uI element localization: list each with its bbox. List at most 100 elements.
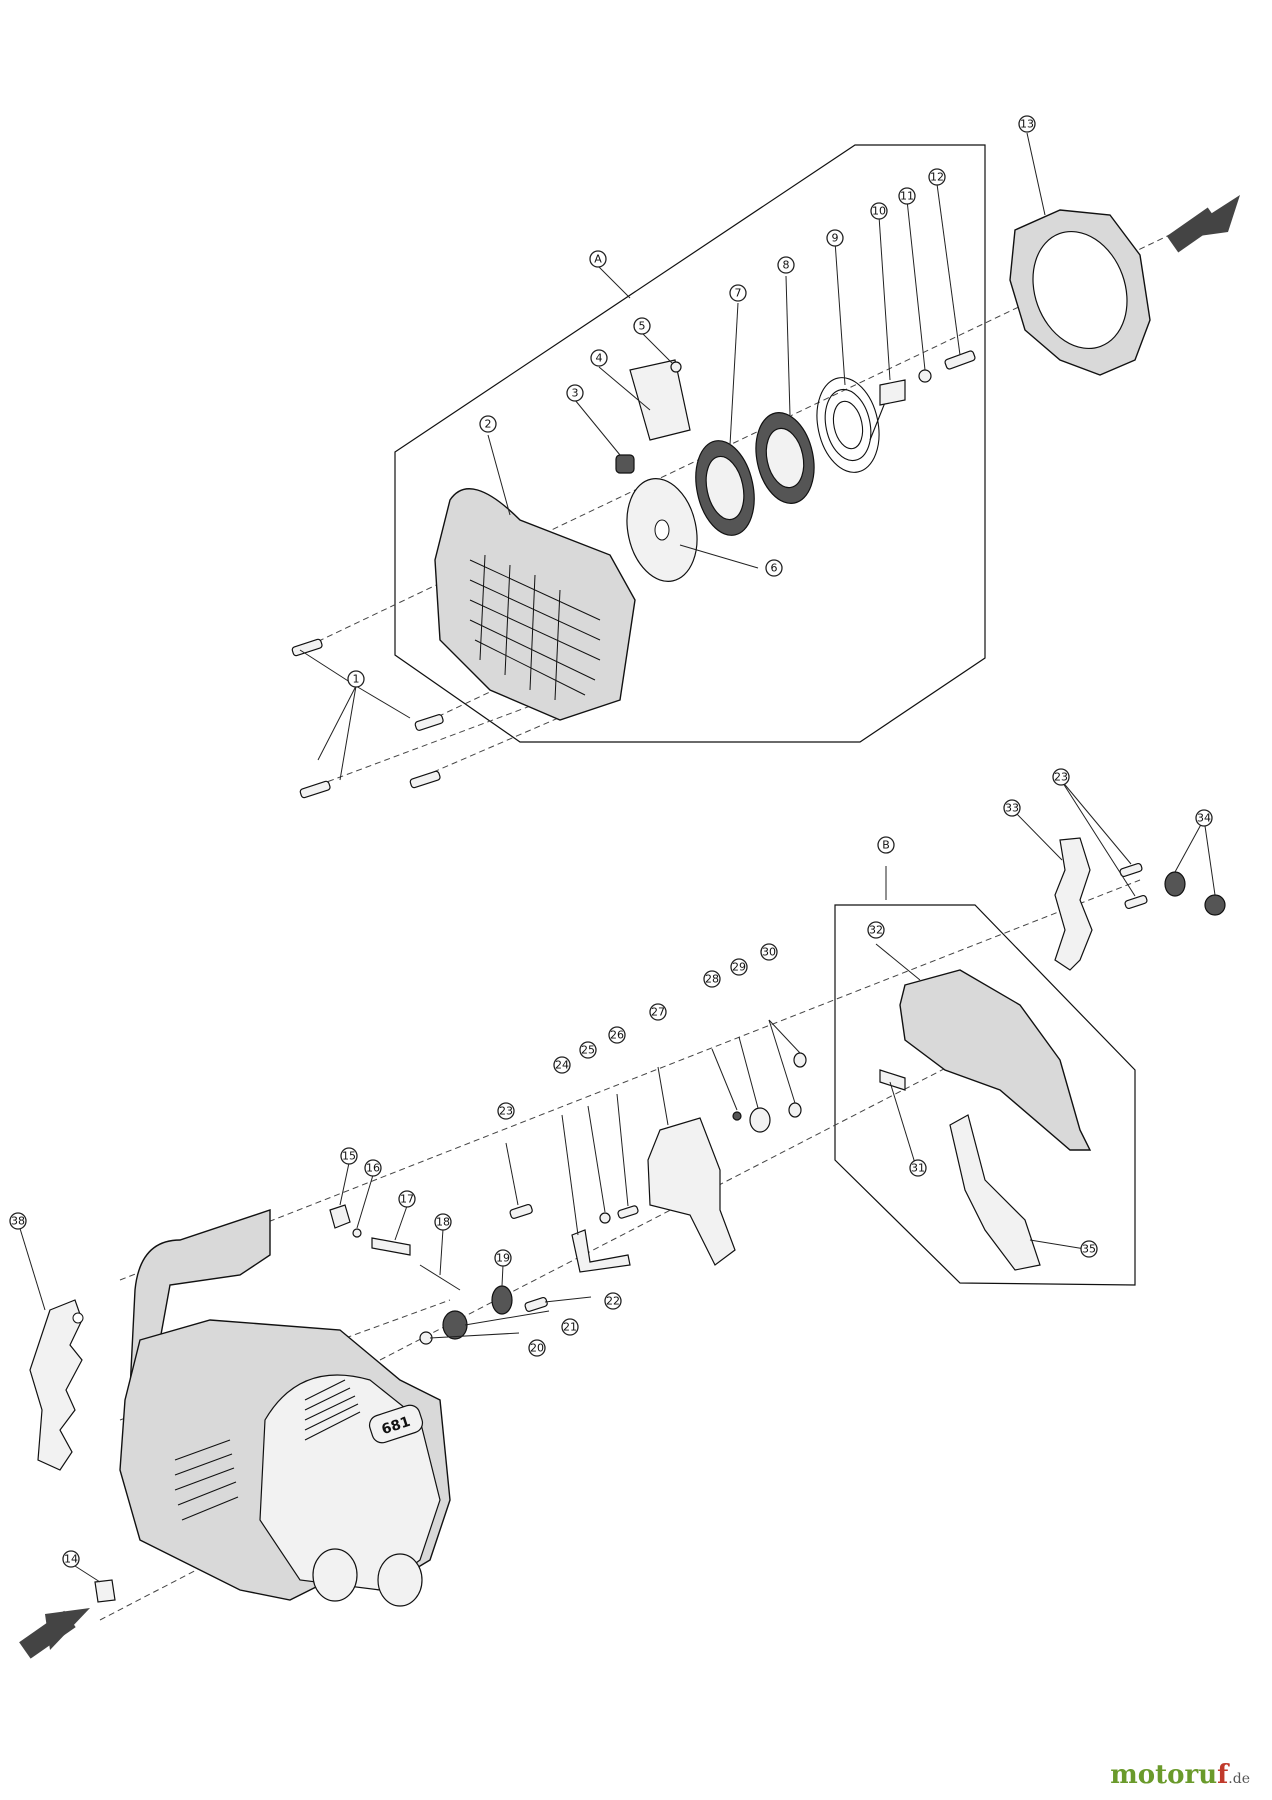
callout-34: 34 [1195, 809, 1213, 827]
bolt-23a [509, 1203, 533, 1219]
spring-9 [816, 377, 891, 473]
svg-text:30: 30 [762, 946, 776, 959]
part-10 [879, 379, 906, 406]
bolt-22 [524, 1296, 548, 1312]
watermark-logo: motoruf.de [1110, 1760, 1250, 1790]
svg-text:29: 29 [732, 961, 746, 974]
svg-text:10: 10 [872, 205, 886, 218]
callout-38: 38 [9, 1212, 27, 1230]
callout-8: 8 [777, 256, 795, 274]
svg-text:2: 2 [485, 418, 492, 431]
svg-text:21: 21 [563, 1321, 577, 1334]
gear-21 [442, 1310, 468, 1340]
callout-20: 20 [528, 1339, 546, 1357]
callout-leaders [17, 132, 1216, 1583]
screw-28 [732, 1111, 742, 1121]
group-b-outline [834, 904, 1136, 1286]
svg-text:25: 25 [581, 1044, 595, 1057]
svg-text:23: 23 [499, 1105, 513, 1118]
svg-text:9: 9 [832, 232, 839, 245]
part-4 [629, 359, 691, 441]
callout-A: A [589, 250, 607, 268]
callout-5: 5 [633, 317, 651, 335]
bolt-23b [1119, 862, 1143, 878]
svg-text:7: 7 [735, 287, 742, 300]
bolt-26 [617, 1205, 639, 1219]
nut-34b [1204, 894, 1226, 916]
callout-6: 6 [765, 559, 783, 577]
callout-35: 35 [1080, 1240, 1098, 1258]
callout-24: 24 [553, 1056, 571, 1074]
svg-text:6: 6 [771, 562, 778, 575]
nut-30a [793, 1052, 807, 1068]
callout-10: 10 [870, 202, 888, 220]
callout-12: 12 [928, 168, 946, 186]
callout-7: 7 [729, 284, 747, 302]
callout-33: 33 [1003, 799, 1021, 817]
callout-B: B [877, 836, 895, 854]
svg-text:4: 4 [596, 352, 603, 365]
svg-text:18: 18 [436, 1216, 450, 1229]
callout-23-upper: 23 [1052, 768, 1070, 786]
callout-9: 9 [826, 229, 844, 247]
svg-text:22: 22 [606, 1295, 620, 1308]
callout-13: 13 [1018, 115, 1036, 133]
bolt-1d [409, 770, 441, 789]
pin-18 [419, 1264, 461, 1291]
part-31 [879, 1069, 906, 1091]
svg-text:5: 5 [639, 320, 646, 333]
svg-text:20: 20 [530, 1342, 544, 1355]
plate-38 [29, 1299, 83, 1471]
arrow-top-right-icon [1166, 195, 1240, 253]
part-17 [371, 1237, 411, 1256]
callout-30: 30 [760, 943, 778, 961]
svg-text:27: 27 [651, 1006, 665, 1019]
bolt-23c [1124, 894, 1148, 910]
plug-14 [94, 1579, 116, 1603]
svg-text:1: 1 [353, 673, 360, 686]
chainsaw-body [119, 1209, 451, 1607]
svg-text:33: 33 [1005, 802, 1019, 815]
callout-1: 1 [347, 670, 365, 688]
callout-17: 17 [398, 1190, 416, 1208]
part-16 [352, 1228, 362, 1238]
arrow-bottom-left-icon [19, 1608, 90, 1659]
svg-text:B: B [882, 839, 890, 852]
part-3 [615, 454, 635, 474]
callout-25: 25 [579, 1041, 597, 1059]
callout-16: 16 [364, 1159, 382, 1177]
svg-text:38: 38 [11, 1215, 25, 1228]
callout-32: 32 [867, 921, 885, 939]
svg-text:13: 13 [1020, 118, 1034, 131]
plate-33 [1054, 837, 1093, 971]
svg-text:31: 31 [911, 1162, 925, 1175]
svg-text:A: A [594, 253, 602, 266]
svg-text:24: 24 [555, 1059, 569, 1072]
callout-26: 26 [608, 1026, 626, 1044]
svg-text:32: 32 [869, 924, 883, 937]
bolt-1b [414, 714, 444, 731]
part-15 [329, 1204, 351, 1229]
svg-text:16: 16 [366, 1162, 380, 1175]
svg-text:15: 15 [342, 1150, 356, 1163]
callout-28: 28 [703, 970, 721, 988]
svg-text:8: 8 [783, 259, 790, 272]
callout-4: 4 [590, 349, 608, 367]
sprocket-cover-32 [899, 969, 1092, 1151]
callout-14: 14 [62, 1550, 80, 1568]
callout-22: 22 [604, 1292, 622, 1310]
group-a-outline [394, 144, 986, 743]
part-5 [670, 361, 682, 373]
callout-21: 21 [561, 1318, 579, 1336]
svg-text:11: 11 [900, 190, 914, 203]
callout-3: 3 [566, 384, 584, 402]
callout-29: 29 [730, 958, 748, 976]
svg-text:28: 28 [705, 973, 719, 986]
nut-30b [788, 1102, 802, 1118]
screw-12 [944, 350, 976, 370]
part-35 [949, 1114, 1041, 1271]
callout-2: 2 [479, 415, 497, 433]
washer-29 [749, 1107, 771, 1133]
plate-27 [647, 1117, 736, 1266]
